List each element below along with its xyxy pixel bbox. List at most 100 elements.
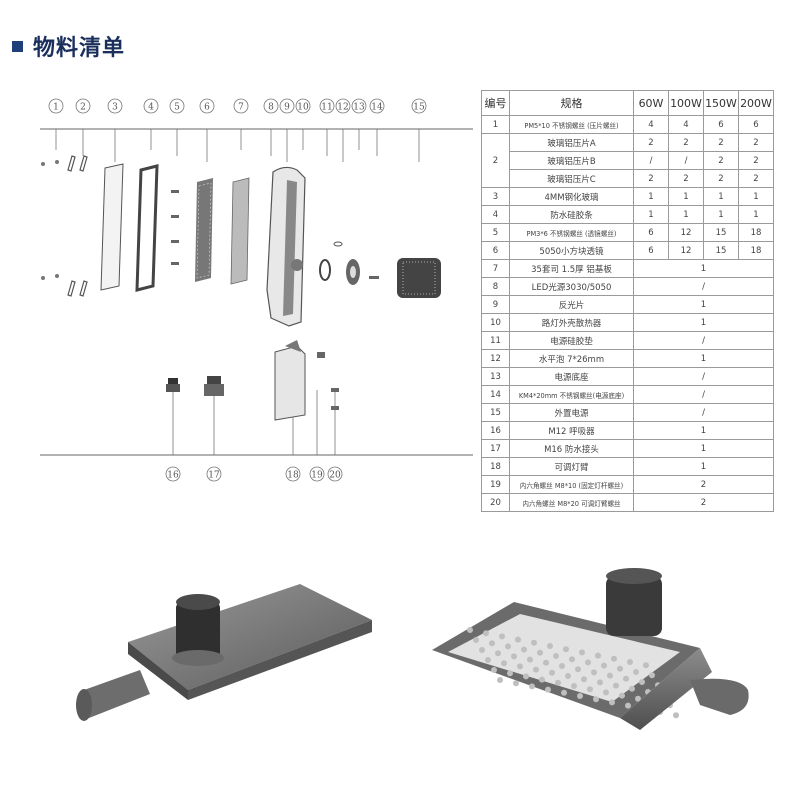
- label-circle: [319, 98, 335, 114]
- row-spec: 35套司 1.5厚 铝基板: [509, 259, 634, 278]
- col-header-100w: 100W: [668, 90, 704, 116]
- part-2-clips: [67, 155, 88, 297]
- label-circle: [411, 98, 427, 114]
- row-value: /: [633, 151, 669, 170]
- part-14-screw: [369, 276, 379, 279]
- bottom-label: 17: [208, 471, 220, 481]
- page-title: 物料清单: [33, 36, 126, 61]
- label-circle: [199, 98, 215, 114]
- part-17-connector: [204, 376, 224, 396]
- row-value: 2: [703, 151, 739, 170]
- product-photos: [76, 568, 749, 730]
- part-15-power: [397, 258, 441, 298]
- part-11-pad: [319, 259, 331, 281]
- row-number: 13: [481, 367, 510, 386]
- row-value-all: /: [633, 331, 774, 350]
- table-header-row: 编号 规格 60W 100W 150W 200W: [481, 90, 774, 116]
- row-number: 15: [481, 403, 510, 422]
- row-spec: 玻璃铝压片A: [509, 133, 634, 152]
- part-4-gasket: [135, 164, 159, 292]
- part-1-screws: [41, 160, 59, 280]
- row-value: 6: [633, 241, 669, 260]
- label-circle: [75, 98, 91, 114]
- row-value: 1: [633, 205, 669, 224]
- row-number: 2: [481, 133, 510, 188]
- part-7-pcb: [230, 177, 250, 285]
- row-value: 2: [633, 169, 669, 188]
- section-header: 物料清单: [12, 30, 125, 62]
- top-label: 13: [353, 103, 365, 113]
- row-spec: 玻璃铝压片B: [509, 151, 634, 170]
- top-label: 10: [297, 103, 309, 113]
- label-circle: [165, 466, 181, 482]
- row-value: 6: [738, 115, 774, 134]
- row-value: 1: [703, 187, 739, 206]
- row-value: /: [668, 151, 704, 170]
- row-spec: 可调灯臂: [509, 457, 634, 476]
- row-value-all: 1: [633, 295, 774, 314]
- label-circle: [279, 98, 295, 114]
- row-value: 4: [668, 115, 704, 134]
- label-circle: [327, 466, 343, 482]
- label-circle: [309, 466, 325, 482]
- row-value: 18: [738, 223, 774, 242]
- row-value: 2: [738, 151, 774, 170]
- row-value: 15: [703, 241, 739, 260]
- row-spec: 内六角螺丝 M8*10 (固定灯杆螺丝): [509, 475, 634, 494]
- row-value: 12: [668, 241, 704, 260]
- row-spec: M16 防水接头: [509, 439, 634, 458]
- label-circle: [285, 466, 301, 482]
- label-circle: [233, 98, 249, 114]
- part-19-20-screws: [317, 352, 339, 410]
- row-spec: 水平泡 7*26mm: [509, 349, 634, 368]
- row-spec: KM4*20mm 不锈钢螺丝(电源底座): [509, 385, 634, 404]
- top-label: 3: [112, 103, 118, 113]
- row-number: 19: [481, 475, 510, 494]
- top-label: 6: [204, 103, 210, 113]
- row-number: 9: [481, 295, 510, 314]
- row-spec: LED光源3030/5050: [509, 277, 634, 296]
- top-label: 5: [174, 103, 180, 113]
- row-value: 1: [633, 187, 669, 206]
- row-value-all: 1: [633, 259, 774, 278]
- row-number: 1: [481, 115, 510, 134]
- row-spec: 电源底座: [509, 367, 634, 386]
- top-label: 14: [371, 103, 383, 113]
- row-spec: 电源硅胶垫: [509, 331, 634, 350]
- row-value-all: 1: [633, 313, 774, 332]
- row-value-all: /: [633, 385, 774, 404]
- row-value-all: 2: [633, 475, 774, 494]
- col-header-no: 编号: [481, 90, 510, 116]
- label-circle: [107, 98, 123, 114]
- row-value: 6: [703, 115, 739, 134]
- row-value: 1: [668, 187, 704, 206]
- row-spec: 玻璃铝压片C: [509, 169, 634, 188]
- row-number: 10: [481, 313, 510, 332]
- label-circle: [369, 98, 385, 114]
- part-3-glass: [100, 163, 124, 291]
- row-number: 3: [481, 187, 510, 206]
- row-value: 2: [633, 133, 669, 152]
- row-value: 2: [738, 169, 774, 188]
- row-value: 2: [668, 169, 704, 188]
- row-number: 12: [481, 349, 510, 368]
- row-value: 2: [738, 133, 774, 152]
- row-value: 15: [703, 223, 739, 242]
- row-number: 7: [481, 259, 510, 278]
- row-value: 1: [738, 187, 774, 206]
- row-value: 18: [738, 241, 774, 260]
